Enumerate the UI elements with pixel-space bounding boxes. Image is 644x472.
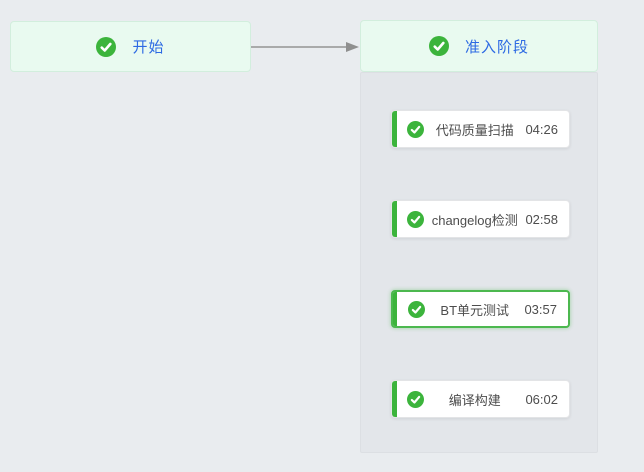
start-node[interactable]: 开始	[10, 21, 251, 72]
status-bar	[392, 381, 397, 417]
job-name: 编译构建	[448, 392, 501, 408]
stage-body: 代码质量扫描 04:26 changelog检测 02:58 BT单元测试 03…	[360, 72, 598, 453]
job-card[interactable]: BT单元测试 03:57	[391, 290, 570, 328]
job-card[interactable]: changelog检测 02:58	[391, 200, 570, 238]
stage-title: 准入阶段	[464, 38, 529, 56]
job-card[interactable]: 代码质量扫描 04:26	[391, 110, 570, 148]
check-circle-icon	[407, 120, 424, 138]
stage-header[interactable]: 准入阶段	[360, 20, 598, 72]
status-bar	[392, 201, 397, 237]
status-bar	[392, 111, 397, 147]
stage-column: 准入阶段 代码质量扫描 04:26 changelog检测 02:58	[360, 20, 598, 453]
check-circle-icon	[96, 36, 117, 57]
check-circle-icon	[428, 36, 449, 56]
start-node-label: 开始	[132, 39, 165, 56]
job-duration: 02:58	[525, 211, 558, 227]
job-name: 代码质量扫描	[435, 122, 514, 138]
check-circle-icon	[408, 300, 425, 318]
job-name: changelog检测	[431, 212, 518, 228]
flow-arrow	[251, 42, 359, 52]
job-duration: 06:02	[525, 391, 558, 407]
job-name: BT单元测试	[440, 302, 510, 318]
check-circle-icon	[407, 210, 424, 228]
status-bar	[393, 292, 397, 326]
job-card[interactable]: 编译构建 06:02	[391, 380, 570, 418]
job-duration: 04:26	[525, 121, 558, 137]
check-circle-icon	[407, 390, 424, 408]
job-duration: 03:57	[524, 301, 557, 317]
